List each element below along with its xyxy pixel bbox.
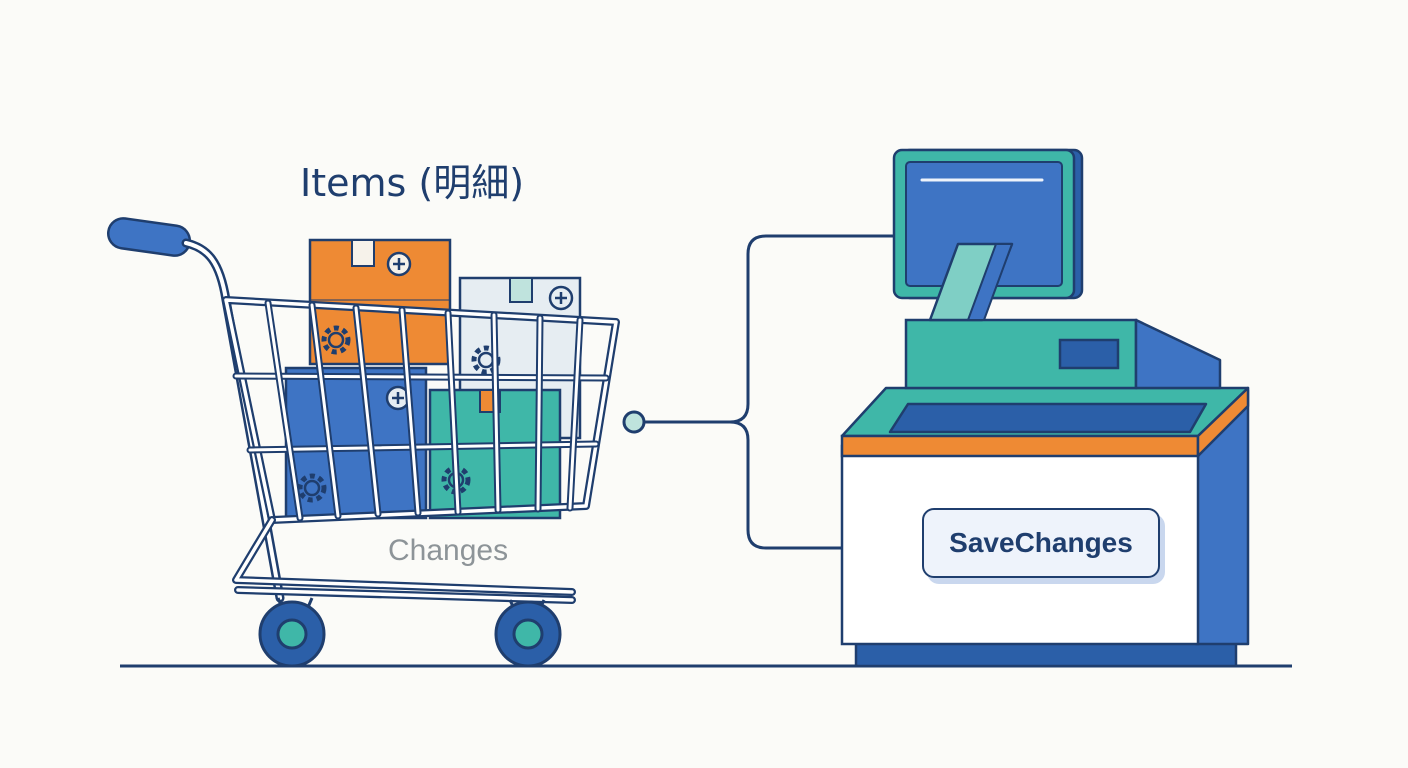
- changes-label: Changes: [388, 534, 509, 567]
- plus-icon: [548, 285, 574, 311]
- plus-icon: [386, 251, 412, 277]
- gear-icon: [321, 325, 351, 355]
- save-changes-button[interactable]: SaveChanges: [922, 508, 1160, 578]
- gear-icon: [297, 473, 327, 503]
- shopping-cart-icon: [107, 217, 620, 668]
- items-label: Items (明細): [300, 161, 525, 205]
- checkout-register-icon: [840, 318, 1250, 668]
- receipt-icon: [928, 242, 1014, 322]
- connector: [622, 234, 896, 550]
- monitor-icon: [892, 148, 1084, 300]
